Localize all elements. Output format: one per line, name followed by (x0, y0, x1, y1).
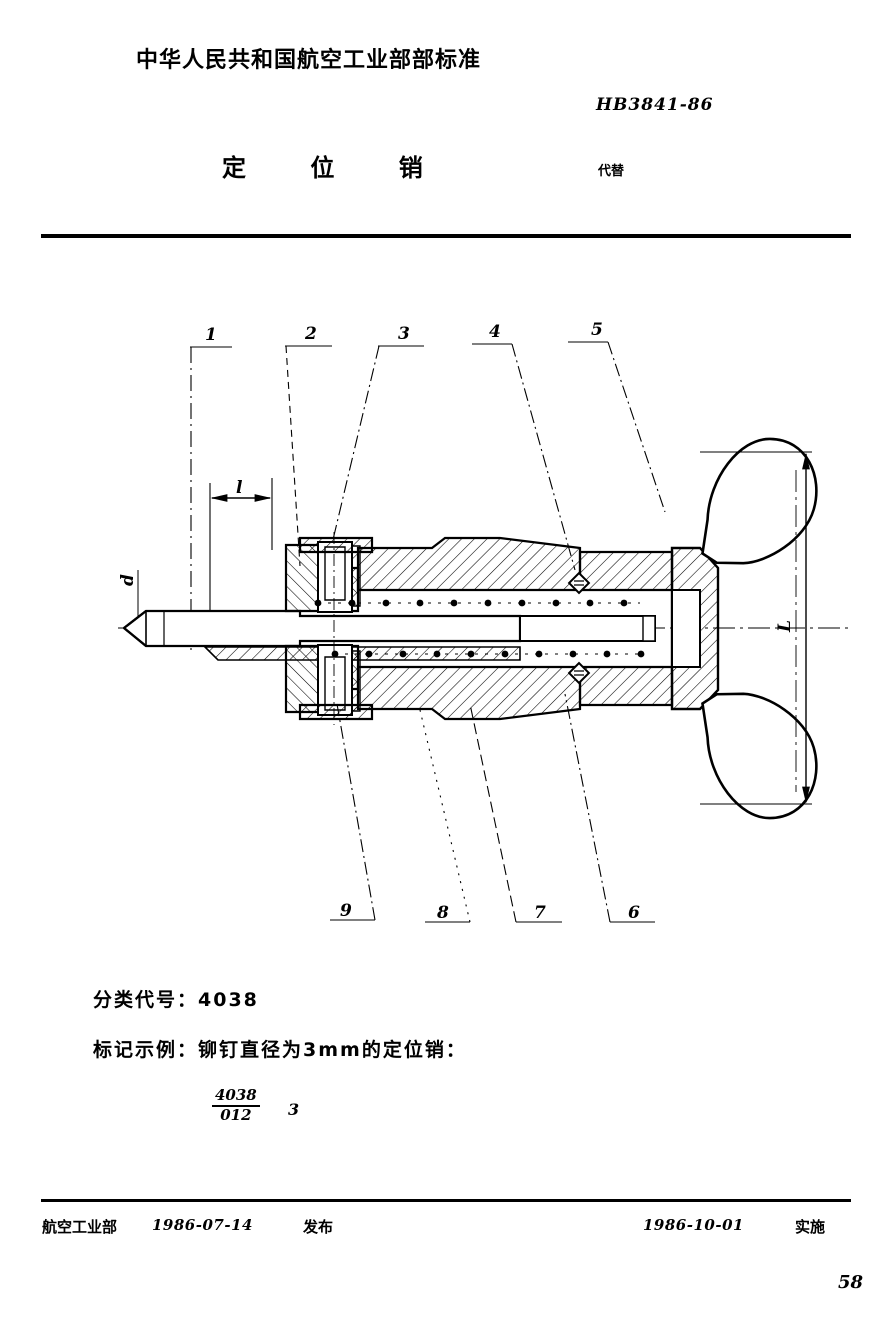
designation-fraction: 4038 012 (212, 1086, 260, 1124)
effective-label: 实施 (795, 1218, 826, 1236)
callout-5: 5 (591, 320, 603, 340)
header-divider (41, 234, 851, 238)
replaces-label: 代替 (598, 164, 625, 179)
callout-6: 6 (628, 903, 640, 923)
designation-denominator: 012 (220, 1105, 252, 1124)
callout-9: 9 (340, 901, 352, 921)
dimension-L-label: L (775, 620, 795, 633)
dimension-l-label: l (236, 478, 243, 498)
issue-label: 发布 (303, 1218, 334, 1236)
retaining-screws (567, 571, 591, 685)
page-number: 58 (838, 1272, 864, 1293)
ministry-heading: 中华人民共和国航空工业部部标准 (136, 48, 482, 73)
designation-size: 3 (288, 1100, 300, 1119)
issue-date: 1986-07-14 (152, 1216, 253, 1234)
fraction-bar (212, 1104, 260, 1107)
locating-pin-shank (122, 609, 522, 661)
callout-2: 2 (304, 324, 317, 344)
callout-1: 1 (205, 325, 217, 345)
callout-8: 8 (436, 903, 449, 923)
dimension-L (700, 451, 812, 805)
callout-leaders-bottom (330, 693, 655, 923)
callout-7: 7 (534, 903, 546, 923)
designation-numerator: 4038 (215, 1086, 257, 1104)
marking-example: 标记示例：铆钉直径为3mm的定位销： (93, 1039, 467, 1061)
dimension-l (209, 478, 273, 618)
issuing-organization: 航空工业部 (42, 1218, 118, 1236)
assembly-drawing: 1 2 3 4 5 l d (118, 320, 850, 923)
standard-number: HB3841-86 (596, 95, 714, 115)
callout-leaders-top (190, 341, 666, 652)
callout-3: 3 (398, 324, 410, 344)
plunger-rod (519, 615, 656, 642)
classification-code: 分类代号：4038 (93, 989, 259, 1011)
callout-4: 4 (489, 322, 501, 342)
page-title: 定 位 销 (222, 154, 451, 182)
footer-divider (41, 1199, 851, 1202)
compression-spring (314, 599, 645, 658)
dimension-d-label: d (118, 574, 138, 586)
outer-barrel (356, 536, 674, 721)
effective-date: 1986-10-01 (643, 1216, 744, 1234)
